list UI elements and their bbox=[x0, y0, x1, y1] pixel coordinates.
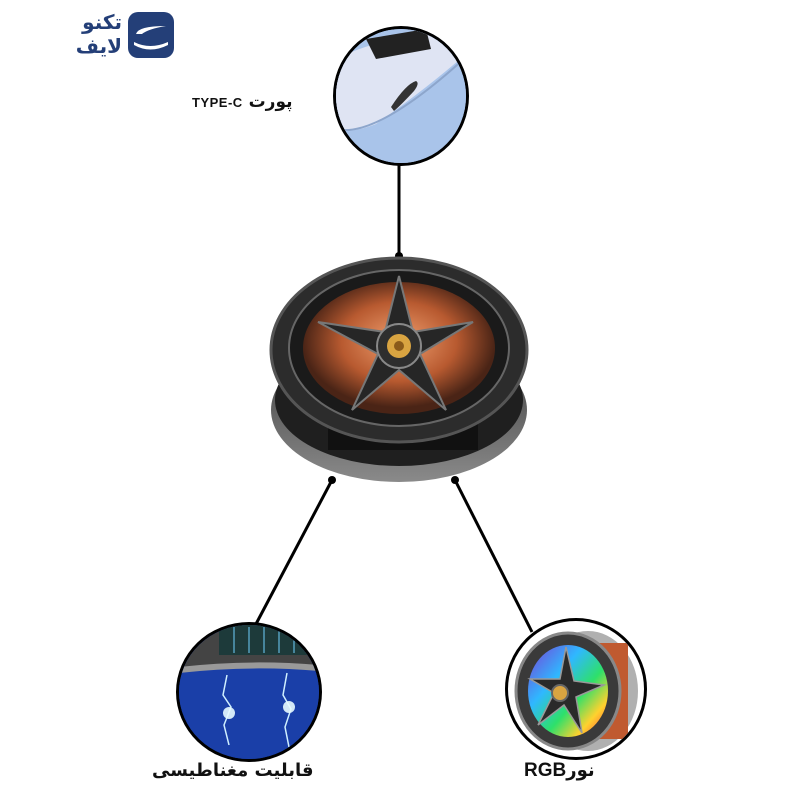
rgb-light-closeup-image bbox=[505, 618, 647, 760]
cooler-fan-product-image bbox=[268, 250, 530, 490]
brand-name-line1: تکنو bbox=[82, 10, 122, 34]
type-c-port-closeup-image bbox=[333, 26, 469, 166]
type-c-label-en: TYPE-C bbox=[192, 95, 243, 110]
rgb-label-en: RGB bbox=[524, 760, 567, 781]
type-c-port-label: پورت TYPE-C bbox=[192, 92, 293, 112]
type-c-label-fa: پورت bbox=[248, 92, 293, 112]
brand-logo: تکنو لایف bbox=[48, 10, 174, 62]
brand-logo-icon bbox=[128, 12, 174, 58]
rgb-light-label: نورRGB bbox=[524, 760, 595, 782]
magnetic-label: قابلیت مغناطیسی bbox=[152, 760, 314, 781]
magnetic-closeup-image bbox=[176, 622, 322, 762]
rgb-label-fa: نور bbox=[566, 760, 595, 781]
brand-name: تکنو لایف bbox=[48, 10, 122, 58]
brand-name-line2: لایف bbox=[75, 34, 122, 58]
